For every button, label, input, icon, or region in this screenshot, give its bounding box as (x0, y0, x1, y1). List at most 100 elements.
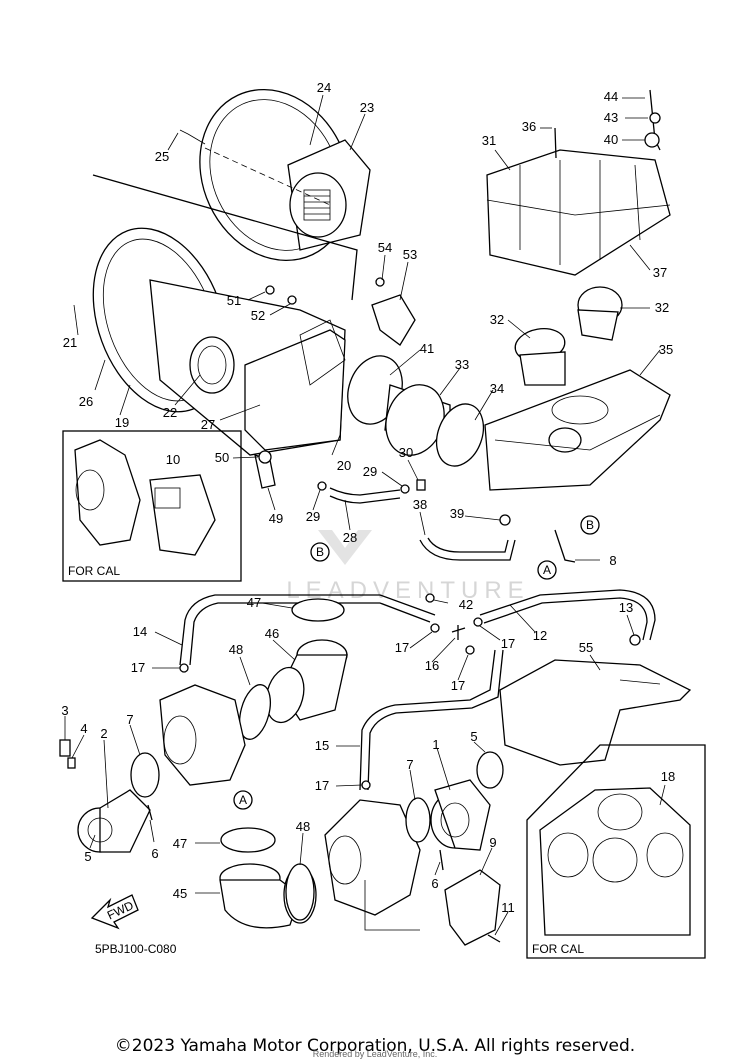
grommet-40 (644, 132, 660, 148)
manifold-1 (430, 779, 491, 851)
callout-18: 18 (661, 769, 675, 784)
callout-9: 9 (489, 835, 496, 850)
connector-a-left: A (233, 790, 253, 810)
callout-29-left: 29 (306, 509, 320, 524)
oring-5 (476, 751, 504, 789)
fwd-arrow: FWD (90, 894, 139, 930)
bolt-54 (375, 277, 385, 287)
callout-50: 50 (215, 450, 229, 465)
callout-7-left: 7 (126, 712, 133, 727)
air-filter-case (92, 174, 358, 456)
callout-34: 34 (490, 381, 504, 396)
watermark: LEADVENTURE (286, 530, 524, 604)
axis-line (204, 147, 331, 206)
leader-lines (64, 94, 666, 936)
hose-15 (359, 649, 496, 791)
callout-31: 31 (482, 133, 496, 148)
cap-3 (59, 739, 71, 757)
screw-25 (179, 129, 206, 145)
callout-47-bottom: 47 (173, 836, 187, 851)
callout-43: 43 (604, 110, 618, 125)
callout-4: 4 (80, 721, 87, 736)
copyright-notice: ©2023 Yamaha Motor Corporation, U.S.A. A… (114, 1036, 636, 1056)
callout-21: 21 (63, 335, 77, 350)
callout-7-right: 7 (406, 757, 413, 772)
callout-55: 55 (579, 640, 593, 655)
callout-15: 15 (315, 738, 329, 753)
plate-55 (499, 659, 692, 766)
bracket-53 (371, 294, 416, 346)
callout-33: 33 (455, 357, 469, 372)
connector-a-right: A (537, 560, 557, 580)
clip-39 (499, 514, 511, 526)
callout-35: 35 (659, 342, 673, 357)
hose-14 (179, 594, 436, 666)
hose-15-side (367, 649, 504, 791)
rendered-by-notice: Rendered by LeadVenture, Inc. (312, 1049, 438, 1059)
callout-17-a: 17 (131, 660, 145, 675)
hose-38-side (427, 537, 509, 553)
manifold-2 (77, 789, 151, 853)
callout-36: 36 (522, 119, 536, 134)
clamp-7-left (130, 752, 160, 798)
callout-44: 44 (604, 89, 618, 104)
callout-42: 42 (459, 597, 473, 612)
screw-11 (487, 934, 501, 943)
carburetor-lower (324, 799, 421, 931)
bolt-6-left (147, 804, 153, 821)
air-cleaner-cap (486, 149, 671, 276)
callout-48-top: 48 (229, 642, 243, 657)
callout-32-left: 32 (490, 312, 504, 327)
case-joints-32 (514, 286, 623, 386)
connector-a-left-label: A (239, 793, 247, 807)
intake-joints (347, 355, 485, 467)
plate-55-slot (619, 679, 661, 685)
callout-48-bottom: 48 (296, 819, 310, 834)
callout-8: 8 (609, 553, 616, 568)
callout-46: 46 (265, 626, 279, 641)
callout-23: 23 (360, 100, 374, 115)
callout-17-e: 17 (315, 778, 329, 793)
connector-b-top-label: B (316, 545, 324, 559)
callout-17-b: 17 (395, 640, 409, 655)
callout-32-right: 32 (655, 300, 669, 315)
callout-25: 25 (155, 149, 169, 164)
band-47-top (291, 598, 345, 622)
callout-6-left: 6 (151, 846, 158, 861)
callout-45: 45 (173, 886, 187, 901)
air-cleaner-cover (199, 88, 371, 262)
hose-12 (479, 589, 656, 641)
band-47-bottom (220, 827, 276, 853)
callout-13: 13 (619, 600, 633, 615)
callout-3: 3 (61, 703, 68, 718)
hose-28 (329, 487, 401, 496)
hose-14-side (189, 602, 431, 666)
callout-52: 52 (251, 308, 265, 323)
band-48-top (239, 684, 271, 740)
cover-9 (444, 869, 501, 946)
collar-43 (649, 112, 661, 124)
plug-30 (416, 479, 426, 491)
callout-20: 20 (337, 458, 351, 473)
callout-27: 27 (201, 417, 215, 432)
clip-17-b (465, 645, 475, 655)
clip-42 (425, 593, 435, 603)
band-48-bottom (285, 863, 315, 921)
callout-5-left: 5 (84, 849, 91, 864)
clamp-7-right (405, 797, 431, 843)
washer-52 (287, 295, 297, 305)
joint-46 (265, 639, 348, 724)
callout-37: 37 (653, 265, 667, 280)
callout-12: 12 (533, 628, 547, 643)
callout-1: 1 (432, 737, 439, 752)
callout-29-right: 29 (363, 464, 377, 479)
callout-17-d: 17 (451, 678, 465, 693)
air-cleaner-case (484, 369, 671, 491)
bolt-51 (265, 285, 275, 295)
for-cal-box-right (526, 744, 706, 959)
callout-24: 24 (317, 80, 331, 95)
clip-29-right (400, 484, 410, 494)
callout-54: 54 (378, 240, 392, 255)
screw-36 (554, 127, 557, 159)
